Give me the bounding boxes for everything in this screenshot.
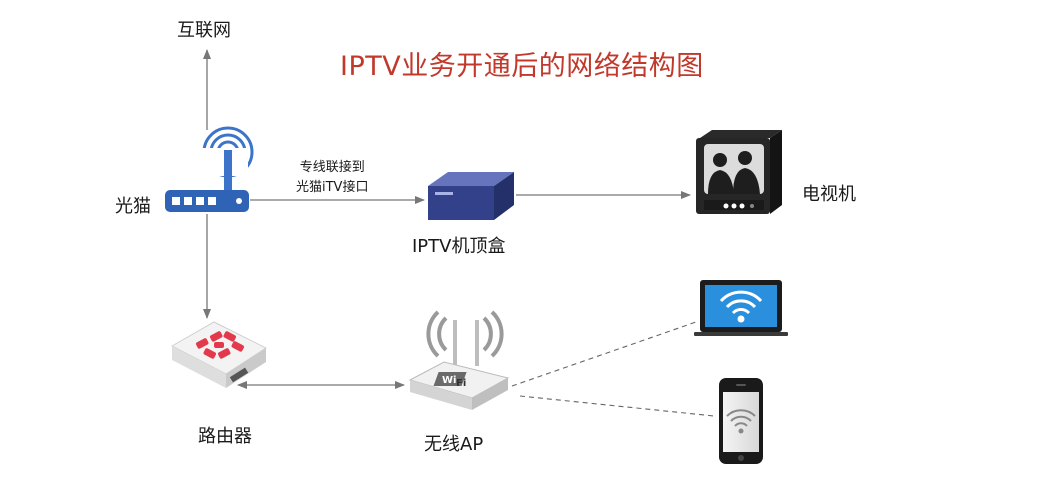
label-dedicated-line: 专线联接到 光猫iTV接口 (296, 158, 368, 198)
label-set-top-box: IPTV机顶盒 (412, 236, 506, 257)
wireless-link-laptop (511, 321, 697, 387)
set-top-box-icon (428, 172, 514, 220)
smartphone-wifi-icon (719, 378, 763, 464)
label-dedicated-line-1: 专线联接到 (299, 160, 365, 175)
wireless-modem-icon (165, 126, 254, 212)
diagram-title: IPTV业务开通后的网络结构图 (340, 51, 704, 82)
label-dedicated-line-2: 光猫iTV接口 (296, 180, 369, 195)
label-tv: 电视机 (802, 184, 856, 205)
svg-text:Wi: Wi (442, 375, 456, 386)
laptop-wifi-icon (694, 280, 788, 336)
wireless-link-phone (519, 395, 715, 417)
svg-text:Fi: Fi (456, 378, 466, 389)
label-router: 路由器 (198, 426, 252, 447)
wifi-access-point-icon: Wi Fi (408, 310, 510, 410)
label-optical-modem: 光猫 (115, 196, 151, 217)
label-internet: 互联网 (177, 20, 231, 41)
router-icon (170, 321, 268, 388)
crt-television-icon (696, 130, 782, 214)
label-wireless-ap: 无线AP (424, 434, 484, 455)
